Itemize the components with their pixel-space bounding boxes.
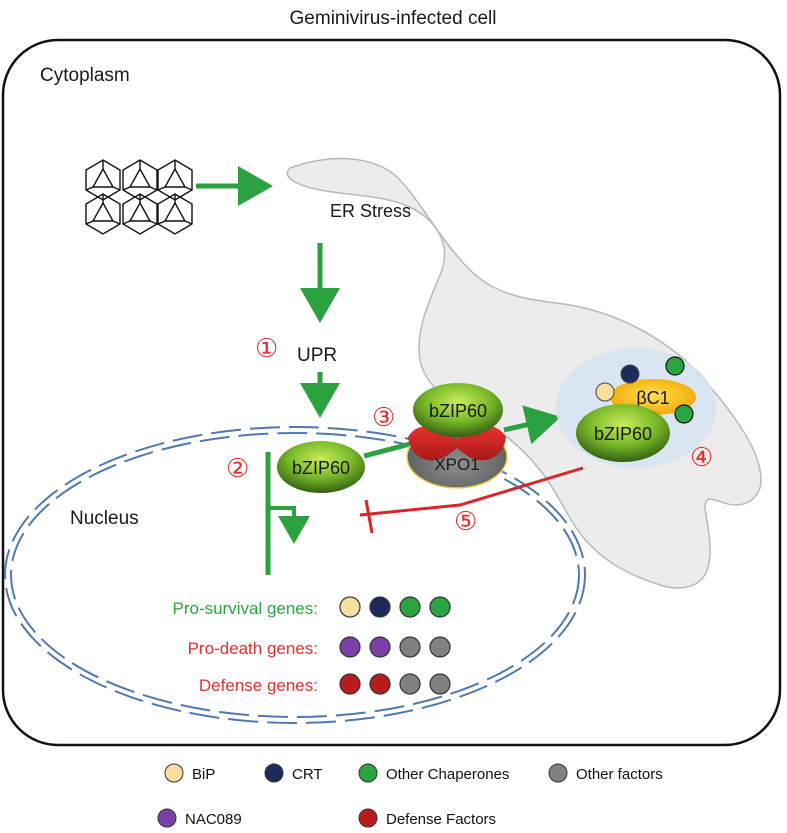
legend-label: Other Chaperones — [386, 766, 509, 783]
gene-factor-dot-icon — [369, 673, 391, 695]
inhibition-line — [359, 466, 584, 517]
nucleus-envelope-inner — [10, 432, 580, 718]
xpo1-label: XPO1 — [434, 455, 479, 474]
upr-label: UPR — [297, 345, 337, 366]
virus-particles-icon — [85, 159, 193, 235]
gene-group-label: Pro-death genes: — [188, 639, 318, 658]
legend: BiP CRT Other Chaperones Other factorsNAC08… — [157, 763, 663, 828]
er-stress-label: ER Stress — [330, 201, 411, 221]
gene-factor-dot-icon — [369, 596, 391, 618]
legend-label: BiP — [192, 766, 215, 783]
gene-factor-dot-icon — [399, 636, 421, 658]
cell-boundary — [1, 38, 782, 747]
gene-factor-dot-icon — [339, 673, 361, 695]
xpo1-red-cap — [408, 426, 506, 461]
step-4-label: ④ — [690, 442, 713, 472]
step-2-label: ② — [226, 453, 249, 483]
gene-factor-dot-icon — [399, 596, 421, 618]
step-1-label: ① — [255, 333, 278, 363]
crt-marker-icon — [620, 364, 640, 384]
cytoplasm-label: Cytoplasm — [40, 65, 130, 86]
chaperone-marker-icon — [674, 404, 694, 424]
gene-factor-dot-icon — [339, 636, 361, 658]
legend-swatch-icon — [164, 763, 184, 783]
gene-activation-arrow — [268, 506, 310, 544]
bip-marker-icon — [595, 382, 615, 402]
legend-swatch-icon — [548, 763, 568, 783]
inhibition-bar — [364, 499, 374, 534]
chaperone-marker-icon — [665, 356, 685, 376]
bzip60-er-protein — [576, 404, 670, 462]
bzip60-export-protein — [413, 383, 503, 437]
gene-group-label: Defense genes: — [199, 676, 318, 695]
legend-swatch-icon — [264, 763, 284, 783]
gene-factor-dot-icon — [399, 673, 421, 695]
er-membrane — [286, 157, 762, 589]
legend-label: Defense Factors — [386, 811, 496, 828]
legend-swatch-icon — [358, 808, 378, 828]
legend-label: CRT — [292, 766, 323, 783]
step-5-label: ⑤ — [454, 506, 477, 536]
gene-group-label: Pro-survival genes: — [172, 599, 318, 618]
gene-factor-dot-icon — [339, 596, 361, 618]
bzip60-er-label: bZIP60 — [594, 424, 652, 444]
legend-label: NAC089 — [185, 811, 242, 828]
legend-label: Other factors — [576, 766, 663, 783]
legend-swatch-icon — [358, 763, 378, 783]
gene-factor-dot-icon — [429, 636, 451, 658]
bzip60-nuclear-protein — [277, 441, 365, 493]
gene-factor-dot-icon — [429, 596, 451, 618]
gene-factor-dot-icon — [369, 636, 391, 658]
gene-groups: Pro-survival genes: Pro-death genes: Defen… — [172, 596, 451, 695]
diagram-title: Geminivirus-infected cell — [290, 8, 497, 29]
nucleus-label: Nucleus — [70, 508, 139, 529]
gene-factor-dot-icon — [429, 673, 451, 695]
legend-swatch-icon — [157, 808, 177, 828]
bzip60-nuclear-label: bZIP60 — [292, 458, 350, 478]
nucleus-envelope-outer — [4, 426, 586, 724]
bzip60-export-label: bZIP60 — [429, 401, 487, 421]
bc1-label: βC1 — [636, 388, 669, 408]
xpo1-to-er-arrow — [503, 405, 561, 445]
bzip60-to-xpo1-line — [363, 441, 411, 459]
step-3-label: ③ — [372, 402, 395, 432]
